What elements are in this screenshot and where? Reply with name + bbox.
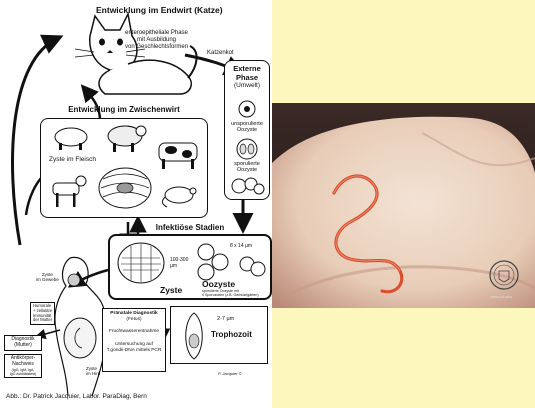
endwirt-title: Entwicklung im Endwirt (Katze) xyxy=(96,6,223,15)
katzenkot-label: Katzenkot xyxy=(207,50,234,56)
oocyst-cluster-icon xyxy=(231,175,265,197)
pig-icon xyxy=(51,123,91,151)
antikoerper-box: Antikörper-Nachweis (IgG, IgM, IgA,IgG A… xyxy=(4,354,42,378)
oozyste-label: Oozyste xyxy=(202,280,235,289)
oocyst-group-icon xyxy=(194,242,230,282)
artist-signature: P. Jacquier © xyxy=(218,372,242,376)
cutaneous-larva-migrans-photo xyxy=(272,103,535,308)
external-phase-title: Externe Phase (Umwelt) xyxy=(225,65,269,90)
cow-icon xyxy=(153,137,205,171)
praenatale-diagnostik-box: Pränatale Diagnostik (Fetus) Fruchtwasse… xyxy=(102,308,166,372)
sporulated-oocyst-icon xyxy=(235,137,259,161)
sheep-icon xyxy=(103,121,147,153)
enteroepithelial-note: enteroepitheliale Phase mit Ausbildung v… xyxy=(125,30,188,52)
life-cycle-diagram: Entwicklung im Endwirt (Katze) enteroepi… xyxy=(0,0,272,408)
unsporulated-oocyst-icon xyxy=(237,99,257,119)
diagnostik-mutter-box: Diagnostik(Mutter) xyxy=(4,335,42,351)
skin-photo: www.inf.wsu xyxy=(272,103,535,308)
photo-watermark: www.inf.wsu xyxy=(490,295,512,299)
rodent-icon xyxy=(161,179,201,209)
zwischenwirt-title: Entwicklung im Zwischenwirt xyxy=(41,106,207,114)
trophozoit-box: 2-7 µm Trophozoit xyxy=(170,306,268,364)
oozyste-size: 8 x 14 µm xyxy=(230,244,252,249)
zyste-fleisch-label: Zyste im Fleisch xyxy=(49,157,96,164)
muscle-tissue-icon xyxy=(97,165,153,211)
infektioese-title: Infektiöse Stadien xyxy=(110,224,270,232)
figure-credit: Abb.: Dr. Patrick Jacquier, Labor. ParaD… xyxy=(6,394,147,401)
trophozoit-size: 2-7 µm xyxy=(217,317,234,323)
zwischenwirt-box: Entwicklung im Zwischenwirt Zyste im Fle… xyxy=(40,118,208,218)
trophozoite-icon xyxy=(179,311,209,361)
trophozoit-label: Trophozoit xyxy=(211,331,252,339)
goat-icon xyxy=(47,171,87,211)
sporulated-oocyst-small-icon xyxy=(238,254,266,280)
zyste-label: Zyste xyxy=(160,286,182,295)
